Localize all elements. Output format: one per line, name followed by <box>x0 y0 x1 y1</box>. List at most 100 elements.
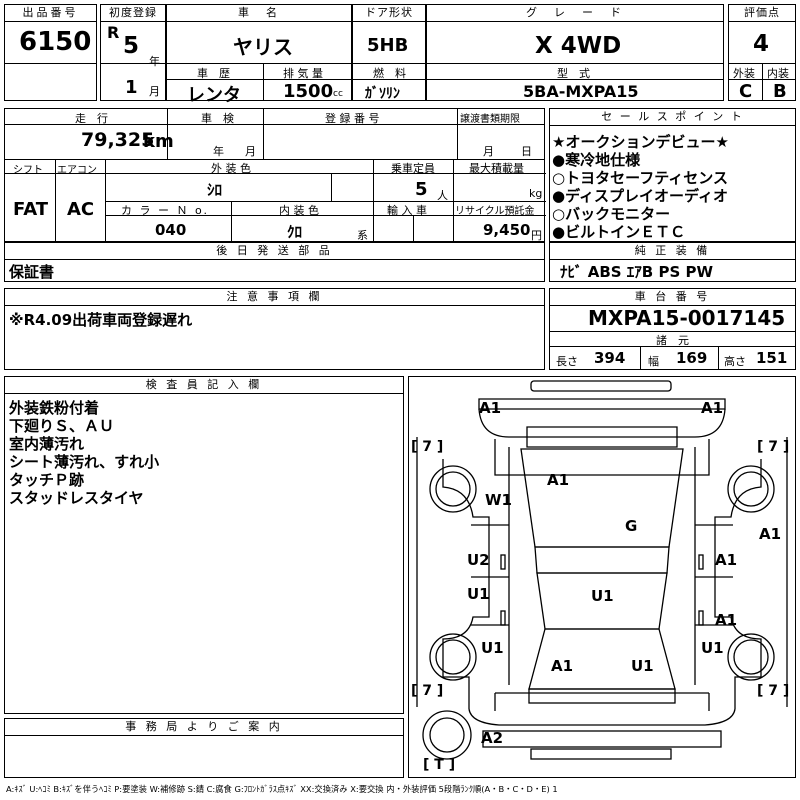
grade-label: グ レ ー ド <box>427 5 723 22</box>
recycle-fee: 9,450 <box>483 221 531 239</box>
reg-month: 1 <box>125 77 138 98</box>
mark-left-rear-door: U1 <box>467 585 490 603</box>
caution-box: 注 意 事 項 欄 ※R4.09出荷車両登録遅れ <box>4 288 545 370</box>
inspection-label: 車 検 <box>201 112 234 125</box>
height: 151 <box>756 349 788 367</box>
length-label: 長さ <box>556 355 578 368</box>
sales-point: ○バックモニター <box>552 205 671 223</box>
sales-point: ★オークションデビュー★ <box>552 133 729 151</box>
model: 5BA-MXPA15 <box>523 82 639 101</box>
inspector-line: スタッドレスタイヤ <box>9 489 144 507</box>
mark-roof: U1 <box>591 587 614 605</box>
model-label: 型 式 <box>557 67 590 80</box>
equipment-box: 純 正 装 備 ﾅﾋﾞ ABS ｴｱB PS PW <box>549 242 796 282</box>
height-label: 高さ <box>724 355 746 368</box>
mark-rear-bumper: A2 <box>481 729 504 747</box>
sales-point: ○トヨタセーフティセンス <box>552 169 728 187</box>
specs-label: 諸 元 <box>656 334 689 347</box>
ext-color: ｼﾛ <box>207 181 223 199</box>
sales-points-box: セ ー ル ス ポ イ ン ト ★オークションデビュー★ ●寒冷地仕様 ○トヨタ… <box>549 108 796 242</box>
grade: X 4WD <box>535 33 622 59</box>
later-parts: 保証書 <box>9 263 55 281</box>
mark-left-quarter: U1 <box>481 639 504 657</box>
mark-windshield: G <box>625 517 638 535</box>
equipment: ﾅﾋﾞ ABS ｴｱB PS PW <box>560 263 714 281</box>
import-label: 輸 入 車 <box>387 204 427 217</box>
intcolor-unit: 系 <box>357 229 368 242</box>
spare-tire: [ T ] <box>423 757 456 773</box>
mark-right-rear-door: A1 <box>715 611 738 629</box>
ac: AC <box>67 199 95 220</box>
history-label: 車 歴 <box>197 67 230 80</box>
caution-note: ※R4.09出荷車両登録遅れ <box>9 311 193 329</box>
chassis-label: 車 台 番 号 <box>550 289 795 306</box>
ext-label: 外装 <box>733 67 755 80</box>
capacity-label: 乗車定員 <box>391 162 435 175</box>
ext-grade: C <box>739 81 753 102</box>
car-diagram <box>416 380 788 760</box>
load-label: 最大積載量 <box>469 162 524 175</box>
displacement-unit: cc <box>333 89 343 99</box>
office-label: 事 務 局 よ り ご 案 内 <box>5 719 403 736</box>
tire-top-left: [ 7 ] <box>411 439 444 455</box>
reg-month-unit: 月 <box>149 85 160 98</box>
mark-trunk-left: A1 <box>551 657 574 675</box>
name-box: 車 名 ヤリス 車 歴 排 気 量 レンタ 1500 cc <box>166 4 352 106</box>
capacity: 5 <box>415 179 428 200</box>
transfer-month-unit: 月 <box>483 145 494 158</box>
first-reg-label: 初度登録 <box>101 5 165 22</box>
insp-month-unit: 月 <box>245 145 256 158</box>
mileage-label: 走 行 <box>75 112 108 125</box>
fuel: ｶﾞｿﾘﾝ <box>365 86 400 102</box>
inspector-line: 室内薄汚れ <box>9 435 85 453</box>
grade-box: グ レ ー ド X 4WD 型 式 5BA-MXPA15 <box>426 4 724 101</box>
score-box: 評価点 4 外装 内装 C B <box>728 4 796 102</box>
length: 394 <box>594 349 626 367</box>
load-unit: kg <box>529 187 543 200</box>
door-label: ドア形状 <box>353 5 425 22</box>
mark-hood: A1 <box>547 471 570 489</box>
shift: FAT <box>13 199 49 220</box>
transfer-label: 譲渡書類期限 <box>460 114 520 125</box>
sales-point: ●寒冷地仕様 <box>552 151 641 169</box>
office-box: 事 務 局 よ り ご 案 内 <box>4 718 404 778</box>
inspector-line: シート薄汚れ、すれ小 <box>9 453 160 471</box>
mark-left-fender: W1 <box>485 491 512 509</box>
mark-front-left: A1 <box>479 399 502 417</box>
int-grade: B <box>773 81 787 102</box>
mark-right-front: A1 <box>759 525 782 543</box>
inspector-line: タッチＰ跡 <box>9 471 85 489</box>
int-label: 内装 <box>767 67 789 80</box>
history: レンタ <box>187 85 241 106</box>
recycle-unit: 円 <box>531 229 542 242</box>
intcolor-label: 内 装 色 <box>279 204 319 217</box>
sales-point: ●ビルトインＥＴＣ <box>552 223 686 241</box>
regno-label: 登 録 番 号 <box>325 112 380 125</box>
width-label: 幅 <box>648 355 659 368</box>
legend: A:ｷｽﾞ U:ﾍｺﾐ B:ｷｽﾞを伴うﾍｺﾐ P:要塗装 W:補修跡 S:錆 … <box>6 784 558 794</box>
shift-label: シフト <box>13 165 43 176</box>
car-diagram-box: A1 A1 A1 G W1 U2 U1 U1 A1 A1 A1 U1 U1 A1… <box>408 376 796 778</box>
inspector-box: 検 査 員 記 入 欄 外装鉄粉付着 下廻りＳ、ＡＵ 室内薄汚れ シート薄汚れ、… <box>4 376 404 714</box>
car-name: ヤリス <box>233 35 293 59</box>
transfer-day-unit: 日 <box>521 145 532 158</box>
displacement-label: 排 気 量 <box>283 67 323 80</box>
int-color: ｸﾛ <box>287 223 303 241</box>
chassis-box: 車 台 番 号 MXPA15-0017145 諸 元 長さ 394 幅 169 … <box>549 288 796 370</box>
details-box: 走 行 車 検 登 録 番 号 譲渡書類期限 79,325 km 年 月 月 日… <box>4 108 546 243</box>
width: 169 <box>676 349 708 367</box>
later-parts-box: 後 日 発 送 部 品 保証書 <box>4 242 545 282</box>
chassis-number: MXPA15-0017145 <box>588 306 786 330</box>
mileage-unit: km <box>143 131 174 152</box>
colorno: 040 <box>155 221 187 239</box>
equipment-label: 純 正 装 備 <box>550 243 795 260</box>
mark-trunk-right: U1 <box>631 657 654 675</box>
caution-label: 注 意 事 項 欄 <box>5 289 544 306</box>
later-parts-label: 後 日 発 送 部 品 <box>5 243 544 260</box>
door-box: ドア形状 5HB 燃 料 ｶﾞｿﾘﾝ <box>352 4 426 102</box>
mark-right-quarter: U1 <box>701 639 724 657</box>
reg-year-unit: 年 <box>149 55 160 68</box>
mark-front-right: A1 <box>701 399 724 417</box>
door-type: 5HB <box>367 35 409 56</box>
name-label: 車 名 <box>167 5 351 22</box>
